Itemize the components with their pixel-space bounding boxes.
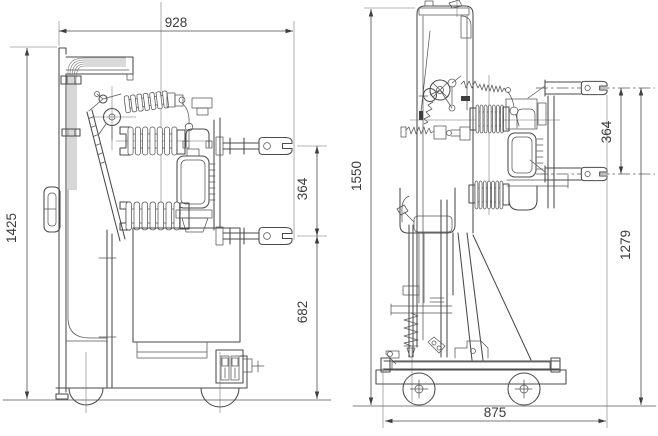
dim-label-side-contact-spacing: 364 bbox=[599, 120, 614, 143]
dim-label-upper-contact-height: 1279 bbox=[618, 230, 633, 260]
side-dimensions: 1550 364 1279 875 bbox=[349, 7, 644, 428]
side-cart bbox=[375, 350, 567, 406]
side-upper-insulator bbox=[475, 104, 504, 134]
vacuum-interrupter bbox=[176, 155, 210, 209]
terminal-bracket bbox=[547, 95, 555, 209]
cable-clamp-upper bbox=[60, 75, 82, 85]
terminal-centerlines bbox=[536, 87, 655, 175]
side-view: 1550 364 1279 875 bbox=[349, 0, 657, 428]
support-braces bbox=[457, 232, 532, 361]
cooling-fins bbox=[208, 163, 216, 201]
dim-label-front-height: 1425 bbox=[4, 213, 19, 243]
opening-spring bbox=[460, 80, 481, 89]
side-wheel-left bbox=[402, 372, 436, 406]
front-view: 928 1425 364 682 bbox=[2, 2, 332, 413]
cart-body bbox=[375, 369, 567, 385]
contact-pressure-spring bbox=[403, 312, 419, 347]
door-handle bbox=[43, 186, 61, 233]
lower-contact-fork bbox=[258, 226, 293, 246]
front-base bbox=[55, 227, 265, 413]
lower-insulator bbox=[125, 201, 181, 231]
dim-label-base-width: 875 bbox=[484, 405, 507, 420]
upper-insulator bbox=[127, 126, 178, 156]
dim-label-side-height: 1550 bbox=[349, 161, 364, 191]
side-lower-insulator bbox=[474, 180, 504, 210]
crank-pivot bbox=[98, 94, 108, 104]
cable-clamp-lower bbox=[61, 128, 81, 137]
front-dimensions: 928 1425 364 682 bbox=[4, 15, 327, 399]
pole-top-bracket bbox=[185, 128, 210, 148]
dim-label-front-lower-contact-height: 682 bbox=[295, 301, 310, 324]
cam-wheel bbox=[429, 79, 451, 101]
dim-label-front-width: 928 bbox=[165, 15, 188, 30]
side-mechanism bbox=[400, 75, 520, 141]
cable-bundle bbox=[67, 57, 126, 190]
pedal-pivot bbox=[387, 351, 393, 357]
operating-box bbox=[399, 187, 456, 234]
pull-rod-spring bbox=[405, 126, 435, 135]
side-wheel-right bbox=[507, 372, 541, 406]
contact-arms bbox=[222, 142, 261, 240]
support-strut bbox=[86, 109, 126, 242]
mount-plate-section bbox=[537, 102, 547, 126]
front-frame-panel bbox=[43, 47, 134, 400]
dim-label-front-contact-spacing: 364 bbox=[295, 177, 310, 200]
upper-angled-insulator bbox=[123, 90, 170, 114]
side-vacuum-interrupter bbox=[507, 132, 537, 178]
side-mast bbox=[416, 0, 474, 348]
upper-contact-fork bbox=[258, 136, 293, 156]
rack-rail bbox=[391, 361, 551, 370]
front-mechanism bbox=[86, 2, 293, 246]
side-pole bbox=[410, 75, 655, 215]
